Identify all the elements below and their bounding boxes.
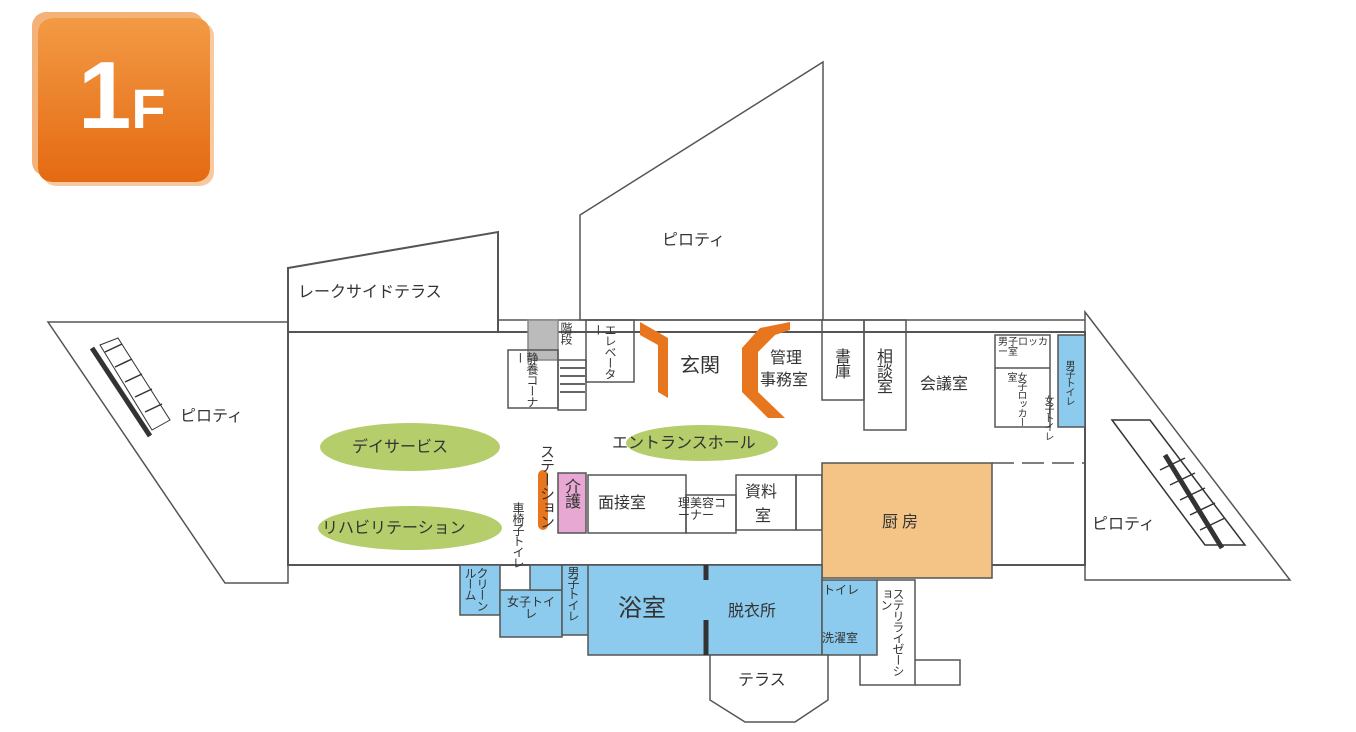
male-toilet-right-area xyxy=(1057,334,1086,428)
female-toilet-area xyxy=(499,589,563,638)
room-label-stairs: 階段 xyxy=(559,322,573,344)
entrance-wall-right xyxy=(742,322,790,418)
room-label-documents-2: 室 xyxy=(755,506,772,525)
stairs-right-icon xyxy=(1110,419,1247,550)
room-label-entrance-hall: エントランスホール xyxy=(612,433,756,452)
room-label-dressing: 脱衣所 xyxy=(728,601,777,620)
room-label-female-locker: 女子ロッカー室 xyxy=(1005,372,1026,426)
male-toilet-area xyxy=(561,564,591,636)
room-label-rest-corner: 静養コーナー xyxy=(513,352,539,407)
room-label-toilet: トイレ xyxy=(823,583,860,597)
kitchen-area xyxy=(821,462,993,579)
room-label-day-service: デイサービス xyxy=(352,437,449,456)
room-label-male-toilet-right: 男子トイレ xyxy=(1063,360,1074,405)
day-service-ellipse xyxy=(320,423,500,471)
room-label-sterilization: ステリライゼーション xyxy=(879,588,905,676)
entrance-wall-left xyxy=(640,322,668,398)
room-label-meeting: 会議室 xyxy=(920,374,969,393)
floor-badge: 1F xyxy=(38,18,210,182)
room-label-lakeside-terrace: レークサイドテラス xyxy=(298,282,442,301)
room-label-terrace: テラス xyxy=(738,670,786,689)
room-label-archive: 書庫 xyxy=(832,348,851,378)
room-label-elevator: エレベーター xyxy=(591,324,617,379)
room-label-male-toilet: 男子トイレ xyxy=(566,566,580,621)
room-label-laundry: 洗濯室 xyxy=(822,631,859,645)
piloti-top-area xyxy=(579,60,824,321)
room-label-bath: 浴室 xyxy=(618,594,666,622)
room-label-rehab: リハビリテーション xyxy=(322,518,466,537)
room-label-care: 介護 xyxy=(562,478,581,508)
piloti-right-area xyxy=(1084,309,1292,581)
piloti-left-area xyxy=(46,321,289,584)
terrace-area xyxy=(709,654,829,723)
room-label-female-toilet: 女子トイレ xyxy=(506,595,555,621)
toilet-laundry-area xyxy=(821,579,878,656)
room-label-admin-2: 事務室 xyxy=(760,370,809,389)
room-label-entrance: 玄関 xyxy=(680,353,720,377)
care-area xyxy=(557,472,587,534)
wheelchair-toilet-area xyxy=(529,564,563,591)
room-label-piloti-right: ピロティ xyxy=(1092,514,1156,533)
room-label-female-toilet-right: 女子トイレ xyxy=(1042,395,1053,440)
room-label-consult: 相談室 xyxy=(874,348,893,393)
room-label-kitchen: 厨房 xyxy=(882,512,923,531)
room-label-piloti-top: ピロティ xyxy=(662,230,726,249)
station-counter xyxy=(538,470,548,530)
clean-room-area xyxy=(459,564,501,616)
room-label-male-locker: 男子ロッカー室 xyxy=(998,337,1048,358)
room-label-piloti-left: ピロティ xyxy=(180,406,244,425)
room-label-wheelchair-toilet: 車椅子トイレ xyxy=(511,502,525,568)
stairs-left-icon xyxy=(89,337,171,438)
room-label-interview: 面接室 xyxy=(598,493,647,512)
room-label-admin-1: 管理 xyxy=(770,348,803,367)
room-label-documents-1: 資料 xyxy=(745,482,778,501)
room-label-station: ステーション xyxy=(538,444,556,528)
entrance-hall-ellipse xyxy=(626,425,778,461)
room-label-barber: 理美容コーナー xyxy=(678,496,727,522)
room-label-clean-room: クリーンルーム xyxy=(463,567,489,611)
rehab-ellipse xyxy=(318,506,502,550)
